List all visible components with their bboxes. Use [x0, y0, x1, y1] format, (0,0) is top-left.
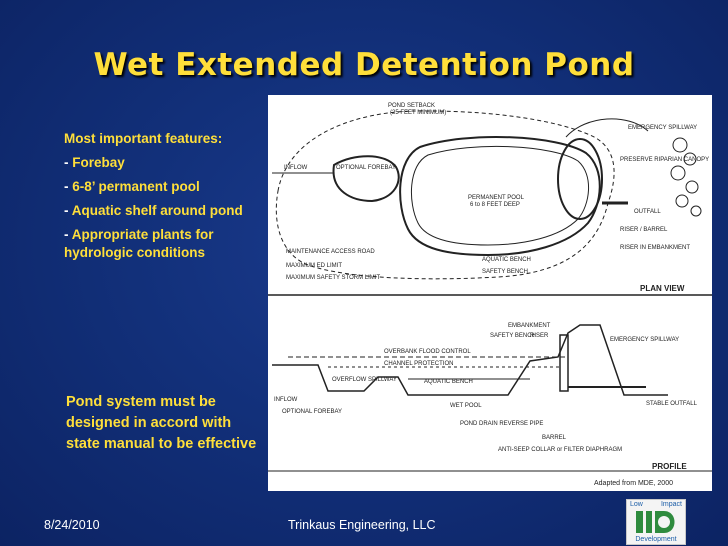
- label-stable-outfall: STABLE OUTFALL: [646, 401, 698, 407]
- label-permanent-pool-sub: 6 to 8 FEET DEEP: [470, 202, 520, 208]
- features-list: Most important features: - Forebay - 6-8…: [64, 130, 269, 268]
- tree-mark: [670, 165, 686, 181]
- feature-item: - Appropriate plants for hydrologic cond…: [64, 227, 214, 260]
- feature-item-label: 6-8’ permanent pool: [72, 179, 200, 194]
- label-profile: PROFILE: [652, 462, 687, 471]
- label-barrel: BARREL: [542, 435, 567, 441]
- label-riser-embankment: RISER IN EMBANKMENT: [620, 245, 690, 251]
- label-profile-emergency-spillway: EMERGENCY SPILLWAY: [610, 337, 679, 343]
- label-aquatic-bench: AQUATIC BENCH: [482, 257, 531, 263]
- lid-logo: Low Impact Development: [626, 499, 686, 545]
- embankment-ellipse: [557, 138, 603, 220]
- tree-mark: [683, 152, 697, 166]
- label-pond-drain: POND DRAIN REVERSE PIPE: [460, 421, 543, 427]
- tree-mark: [685, 180, 699, 194]
- features-heading: Most important features:: [64, 131, 223, 146]
- logo-text-top-right: Impact: [660, 501, 682, 508]
- slide-title: Wet Extended Detention Pond: [93, 47, 635, 83]
- label-plan-view: PLAN VIEW: [640, 284, 685, 293]
- logo-text-bottom: Development: [635, 536, 677, 543]
- label-emergency-spillway: EMERGENCY SPILLWAY: [628, 125, 697, 131]
- logo-text-top-left: Low: [630, 501, 643, 508]
- label-safety-bench: SAFETY BENCH: [482, 269, 528, 275]
- feature-item: - 6-8’ permanent pool: [64, 179, 200, 194]
- riser-structure: [559, 334, 569, 392]
- forebay-outline: [332, 155, 400, 203]
- permanent-pool-outer: [399, 135, 601, 257]
- label-maintenance: MAINTENANCE ACCESS ROAD: [286, 249, 375, 255]
- footer-date: 8/24/2010: [44, 518, 100, 532]
- label-profile-inflow: INFLOW: [274, 397, 298, 403]
- label-riser-barrel: RISER / BARREL: [620, 227, 668, 233]
- pond-diagram-svg: POND SETBACK (25 FEET MINIMUM) EMERGENCY…: [268, 103, 712, 487]
- label-max-safety: MAXIMUM SAFETY STORM LIMIT: [286, 275, 380, 281]
- label-anti-seep: ANTI-SEEP COLLAR or FILTER DIAPHRAGM: [498, 447, 622, 453]
- feature-item: - Aquatic shelf around pond: [64, 203, 243, 218]
- label-riser: RISER: [530, 333, 549, 339]
- spillway-curve: [565, 118, 649, 138]
- label-embankment: EMBANKMENT: [508, 323, 551, 329]
- label-optional-forebay: OPTIONAL FOREBAY: [336, 165, 396, 171]
- label-wet-pool: WET POOL: [450, 403, 482, 409]
- pond-note: Pond system must be designed in accord w…: [66, 394, 257, 452]
- label-permanent-pool: PERMANENT POOL: [468, 195, 525, 201]
- permanent-pool-inner: [410, 145, 590, 246]
- feature-item-label: Appropriate plants for hydrologic condit…: [64, 227, 214, 260]
- label-profile-aquatic-bench: AQUATIC BENCH: [424, 379, 473, 385]
- footer-company: Trinkaus Engineering, LLC: [288, 518, 436, 532]
- tree-mark: [690, 205, 702, 217]
- label-profile-optional-forebay: OPTIONAL FOREBAY: [282, 409, 342, 415]
- label-inflow: INFLOW: [284, 165, 308, 171]
- label-max-ed: MAXIMUM ED LIMIT: [286, 263, 342, 269]
- label-channel: CHANNEL PROTECTION: [384, 361, 453, 367]
- label-setback-sub: (25 FEET MINIMUM): [390, 110, 446, 116]
- feature-item-label: Aquatic shelf around pond: [71, 203, 243, 218]
- label-overbank: OVERBANK FLOOD CONTROL: [384, 349, 471, 355]
- profile-ground: [272, 324, 668, 396]
- label-riparian: PRESERVE RIPARIAN CANOPY: [620, 157, 709, 163]
- tree-mark: [672, 137, 688, 153]
- pond-diagram: POND SETBACK (25 FEET MINIMUM) EMERGENCY…: [268, 95, 712, 491]
- label-outfall: OUTFALL: [634, 209, 661, 215]
- label-setback: POND SETBACK: [388, 103, 435, 109]
- label-source: Adapted from MDE, 2000: [594, 480, 673, 487]
- label-profile-safety-bench: SAFETY BENCH: [490, 333, 536, 339]
- tree-mark: [675, 194, 689, 208]
- feature-item-label: Forebay: [72, 155, 125, 170]
- label-overflow: OVERFLOW SPILLWAY: [332, 377, 397, 383]
- feature-item: - Forebay: [64, 155, 125, 170]
- lid-logo-mark: [636, 511, 675, 533]
